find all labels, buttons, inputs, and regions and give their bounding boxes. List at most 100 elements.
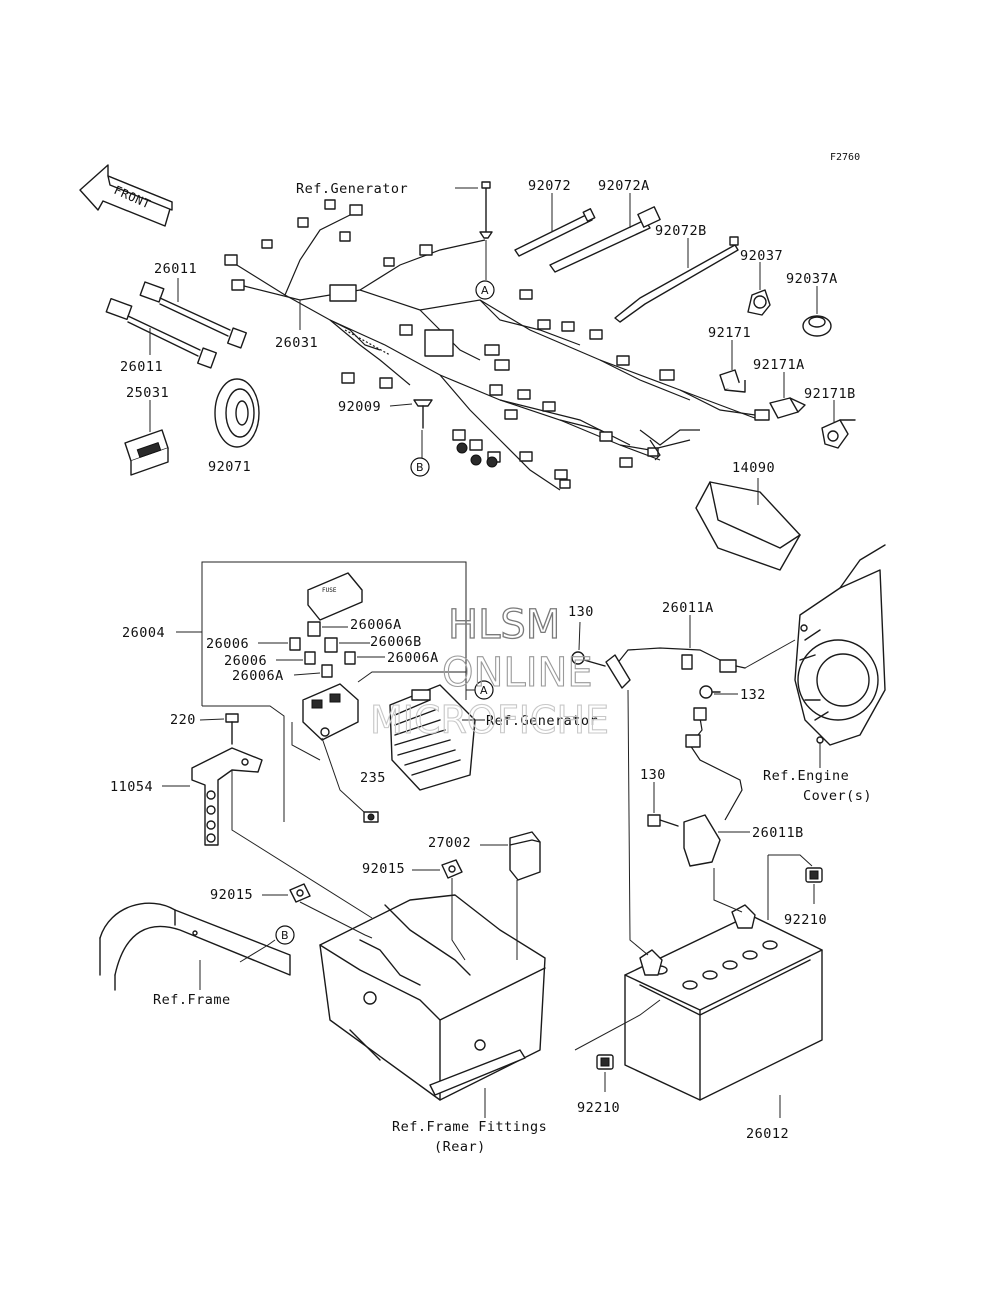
fuse-box-cover: FUSE	[307, 572, 363, 621]
label-26006-a: 26006	[206, 636, 249, 652]
ref-marker-a-top: A	[475, 280, 495, 300]
label-25031: 25031	[126, 385, 169, 401]
clamp-92037	[747, 289, 771, 316]
label-130: 130	[640, 767, 666, 783]
svg-text:A: A	[481, 284, 489, 297]
ref-marker-b-top: B	[410, 457, 430, 477]
label-92171B: 92171B	[804, 386, 856, 402]
battery-case	[319, 894, 546, 1101]
regulator	[389, 684, 476, 791]
label-92072B: 92072B	[655, 223, 707, 239]
clamp-92171	[719, 369, 746, 393]
label-92037: 92037	[740, 248, 783, 264]
fuse-26006A-b	[321, 664, 333, 678]
lead-wire-26011-lower	[105, 297, 218, 369]
label-26012: 26012	[746, 1126, 789, 1142]
svg-text:B: B	[281, 929, 289, 942]
label-26006A-b: 26006A	[232, 668, 284, 684]
label-26011A: 26011A	[662, 600, 714, 616]
ref-generator-top: Ref.Generator	[296, 181, 408, 197]
label-26011-bot: 26011	[120, 359, 163, 375]
label-92072: 92072	[528, 178, 571, 194]
cover-27002	[509, 831, 541, 881]
fuse-26006-a	[289, 637, 301, 651]
battery-26012	[624, 904, 823, 1101]
ref-generator-mid: Ref.Generator	[486, 713, 598, 729]
label-235: 235	[360, 770, 386, 786]
front-arrow-icon: FRONT	[79, 164, 173, 227]
label-92171A: 92171A	[753, 357, 805, 373]
label-132: 132	[740, 687, 766, 703]
label-26006-b: 26006	[224, 653, 267, 669]
label-130-top: 130	[568, 604, 594, 620]
fuse-box-base	[302, 683, 359, 741]
bolt-235	[363, 811, 379, 823]
label-92015-a: 92015	[362, 861, 405, 877]
fuse-26006A-a	[307, 621, 321, 637]
label-14090: 14090	[732, 460, 775, 476]
svg-text:A: A	[480, 684, 488, 697]
label-92072A: 92072A	[598, 178, 650, 194]
bolt-130	[647, 814, 679, 827]
label-26004: 26004	[122, 625, 165, 641]
label-26011-top: 26011	[154, 261, 197, 277]
label-26031: 26031	[275, 335, 318, 351]
figure-code: F2760	[830, 152, 860, 163]
nut-92210-right	[805, 867, 823, 883]
nut-92015-lower	[289, 883, 311, 903]
label-92210-left: 92210	[577, 1100, 620, 1116]
label-92015-b: 92015	[210, 887, 253, 903]
bracket-11054	[191, 747, 263, 846]
fuse-26006B	[324, 637, 338, 653]
lead-26011A	[605, 647, 746, 689]
label-92210-right: 92210	[784, 912, 827, 928]
clamp-92037A	[802, 315, 832, 337]
relay-25031	[124, 429, 169, 476]
clamp-92171B	[821, 419, 856, 449]
clamp-92171A	[769, 397, 806, 419]
nut-92015-upper	[441, 859, 463, 879]
engine-cover	[794, 544, 886, 746]
label-26006B: 26006B	[370, 634, 422, 650]
ref-frame: Ref.Frame	[153, 992, 231, 1008]
tie-band-92072B	[614, 236, 739, 323]
label-220: 220	[170, 712, 196, 728]
main-wiring-harness	[224, 199, 770, 491]
ref-engine-cover-1: Ref.Engine	[763, 768, 849, 784]
label-92171: 92171	[708, 325, 751, 341]
label-26011B: 26011B	[752, 825, 804, 841]
ref-frame-fittings-1: Ref.Frame Fittings	[392, 1119, 547, 1135]
label-26006A-a: 26006A	[350, 617, 402, 633]
cover-14090	[695, 481, 801, 571]
screw-92009	[413, 399, 433, 429]
label-11054: 11054	[110, 779, 153, 795]
ref-frame-fittings-2: (Rear)	[434, 1139, 486, 1155]
svg-text:FUSE: FUSE	[322, 587, 337, 594]
nut-92210-left	[596, 1054, 614, 1070]
watermark: HLSM ONLINE MICROFICHE	[369, 601, 609, 742]
lead-wire-26011-upper	[139, 281, 248, 349]
fuse-26006A-c	[344, 651, 356, 665]
label-92009: 92009	[338, 399, 381, 415]
label-27002: 27002	[428, 835, 471, 851]
svg-text:ONLINE: ONLINE	[442, 650, 593, 696]
fuse-26006-b	[304, 651, 316, 665]
bolt-130-upper	[571, 651, 606, 667]
ref-engine-cover-2: Cover(s)	[803, 788, 872, 804]
grommet-92071	[214, 378, 260, 448]
bolt-220	[225, 713, 239, 745]
frame	[99, 902, 291, 991]
fuse-box-group-outline	[176, 561, 467, 822]
lead-26011B	[683, 707, 743, 867]
svg-text:MICROFICHE: MICROFICHE	[370, 698, 609, 742]
ref-marker-b-bottom: B	[275, 925, 295, 945]
svg-text:B: B	[416, 461, 424, 474]
label-92071: 92071	[208, 459, 251, 475]
ground-bolt	[479, 181, 493, 239]
tie-band-92072	[514, 208, 596, 257]
tie-band-92072A	[549, 206, 661, 273]
label-26006A-c: 26006A	[387, 650, 439, 666]
bolt-132	[699, 685, 721, 699]
svg-text:HLSM: HLSM	[448, 602, 560, 648]
